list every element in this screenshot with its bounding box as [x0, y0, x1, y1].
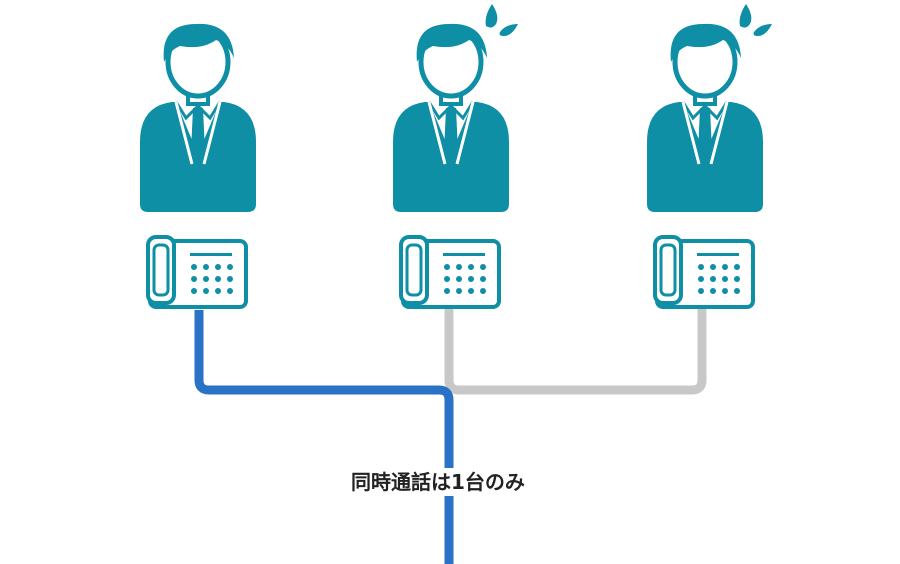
desk-phone-icon	[653, 235, 755, 309]
diagram-caption: 同時通話は1台のみ	[351, 470, 525, 494]
person-icon	[393, 24, 509, 212]
desk-phone-icon	[399, 235, 501, 309]
caption-background	[349, 468, 553, 496]
sweat-drop-icon	[485, 4, 518, 36]
person-icon	[140, 24, 256, 212]
active-line	[194, 310, 454, 564]
idle-line-branch	[444, 305, 707, 395]
desk-phone-icon	[146, 235, 248, 309]
person-icon	[647, 24, 763, 212]
sweat-drop-icon	[739, 4, 772, 36]
